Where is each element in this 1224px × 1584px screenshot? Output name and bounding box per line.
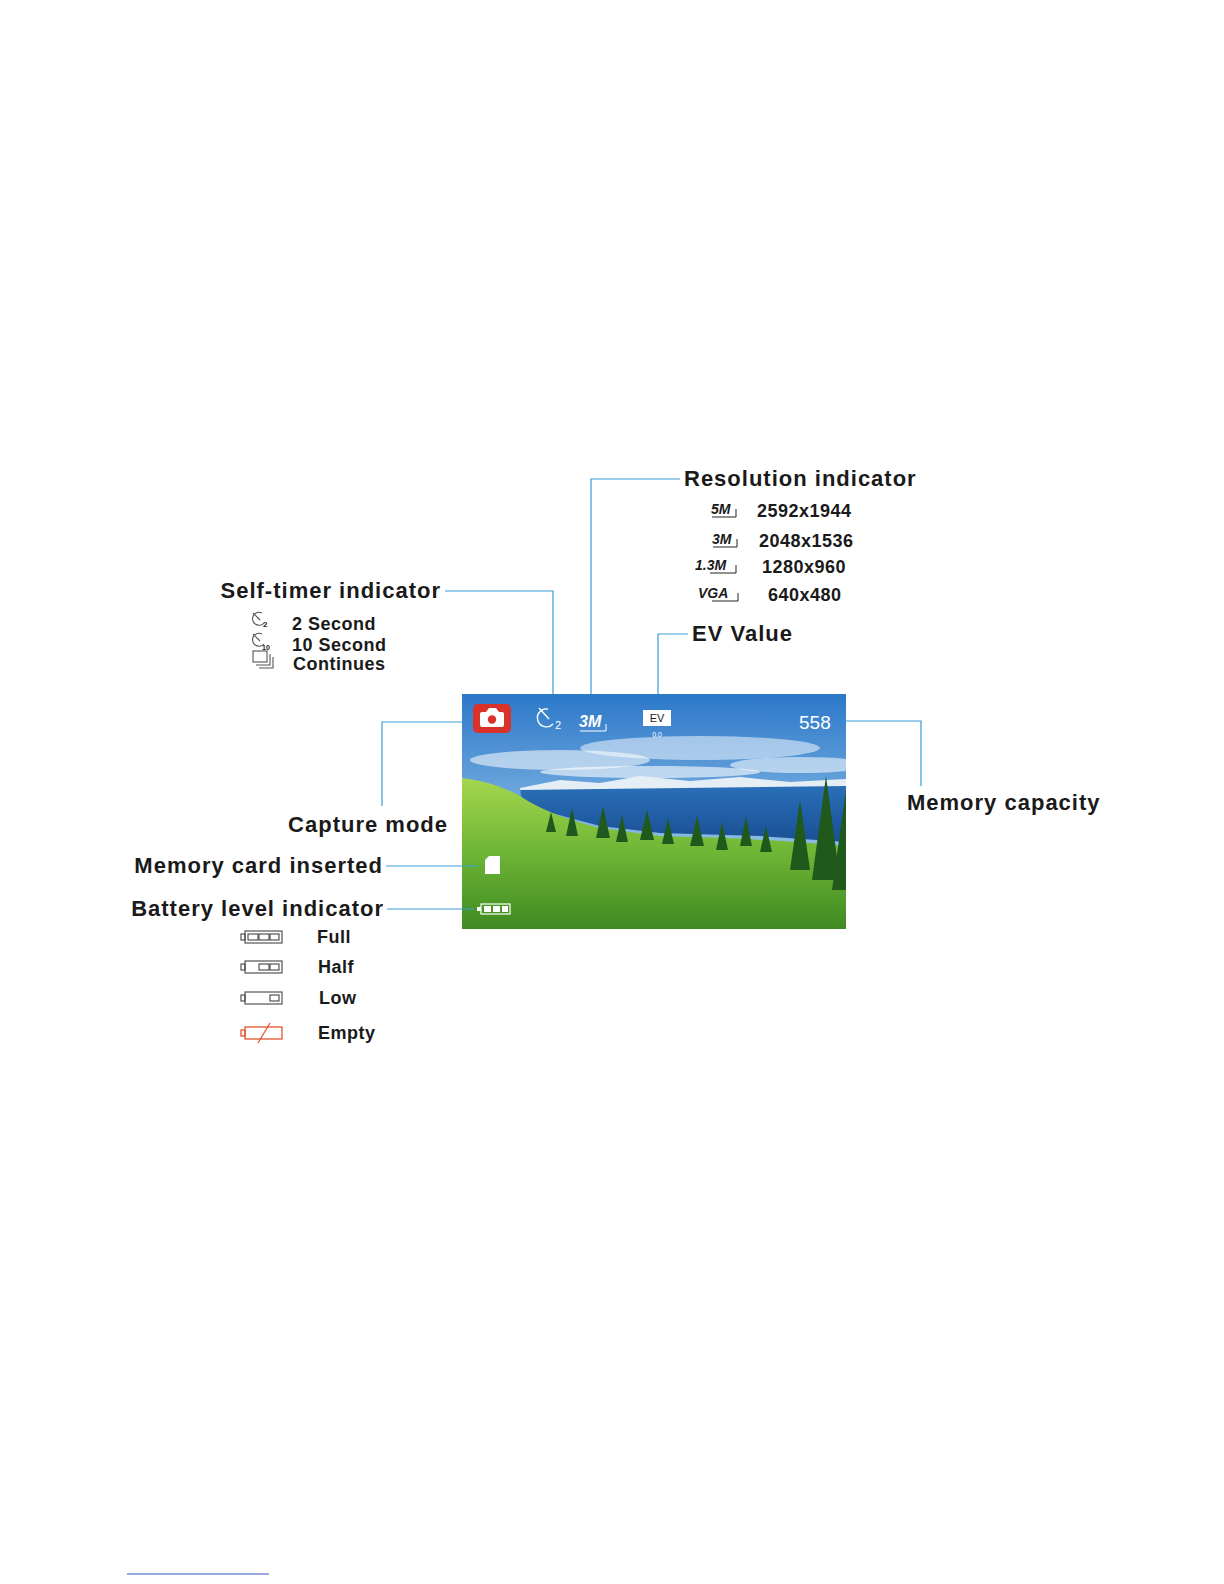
resolution-value: 2048x1536 (759, 532, 854, 550)
legend-text: Low (319, 989, 357, 1007)
legend-text: Half (318, 958, 354, 976)
callout-title: Resolution indicator (684, 468, 917, 490)
callout-title: Memory card inserted (134, 855, 383, 877)
legend-text: 2 Second (292, 615, 376, 633)
callout-title: Memory capacity (907, 792, 1101, 814)
legend-text: Empty (318, 1024, 376, 1042)
link-underline (127, 1574, 269, 1575)
screen-text: EV (650, 713, 665, 724)
callout-title: Battery level indicator (131, 898, 384, 920)
ev-box (643, 710, 671, 726)
callout-title: Capture mode (288, 814, 448, 836)
screen-text: 0.0 (652, 731, 662, 738)
screen-text: 3M (579, 714, 601, 730)
icon-text: VGA (698, 586, 728, 600)
battery-legend-icon (241, 931, 282, 1004)
legend-text: Continues (293, 655, 386, 673)
screen-text: 558 (799, 713, 831, 732)
callout-title: Self-timer indicator (221, 580, 441, 602)
self-timer-icon (537, 708, 553, 727)
memory-card-icon (485, 856, 500, 874)
screen-battery-icon (477, 904, 510, 914)
resolution-value: 2592x1944 (757, 502, 852, 520)
legend-text: 10 Second (292, 636, 387, 654)
screen-photo (462, 694, 846, 929)
capture-mode-icon (473, 704, 511, 733)
icon-text: 10 (262, 644, 270, 651)
icon-text: 3M (712, 532, 731, 546)
legend-text: Full (317, 928, 351, 946)
resolution-value: 640x480 (768, 586, 842, 604)
battery-empty-icon (241, 1023, 282, 1043)
icon-text: 5M (711, 502, 730, 516)
leader-line (382, 479, 921, 909)
screen-text: 2 (555, 720, 561, 731)
callout-title: EV Value (692, 623, 793, 645)
timer-legend-icon (253, 612, 273, 668)
icon-text: 1.3M (695, 558, 726, 572)
icon-text: 2 (263, 621, 267, 629)
resolution-value: 1280x960 (762, 558, 846, 576)
